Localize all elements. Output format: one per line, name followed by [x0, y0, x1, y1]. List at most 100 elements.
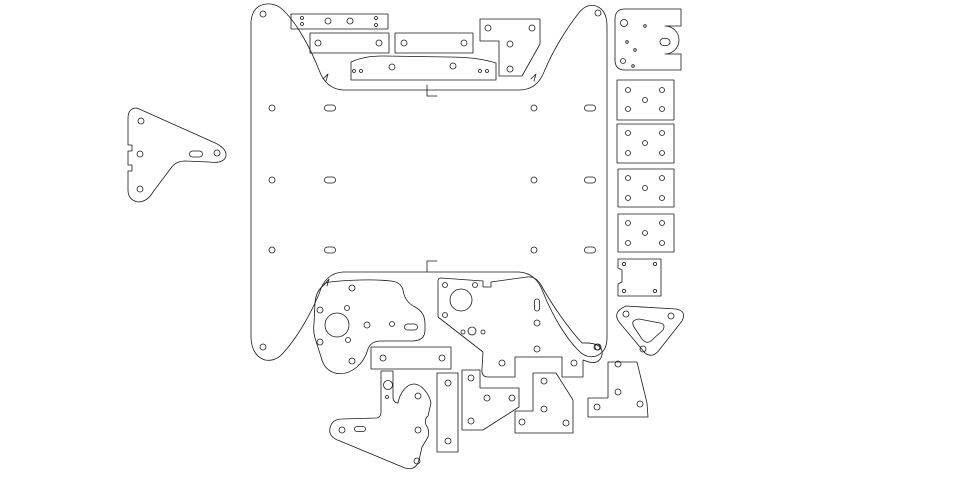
motor-mount-plate-hole — [620, 19, 628, 27]
curved-strip-hole — [388, 63, 396, 71]
two-hole-strip-outline — [436, 372, 459, 453]
curved-strip-outline — [350, 55, 497, 81]
boot-bracket-right-outline — [587, 361, 649, 418]
left-gantry-plate-hole — [363, 321, 371, 329]
right-gantry-plate — [437, 276, 603, 378]
boot-bracket-left-hole — [540, 377, 548, 385]
top-strip-small-holes-hole — [324, 17, 332, 25]
left-gantry-plate-hole — [345, 337, 351, 343]
left-gantry-plate-slot — [404, 323, 418, 331]
bottom-wing-bracket-hole — [383, 380, 393, 390]
notched-plate-hole — [622, 288, 627, 293]
main-plate-outline — [322, 73, 329, 82]
main-plate-slot — [324, 246, 336, 254]
rect-plate-2-hole — [642, 140, 648, 146]
main-plate-hole — [259, 10, 267, 18]
two-hole-bar-hole — [438, 354, 446, 362]
motor-mount-plate-hole — [620, 58, 626, 64]
main-plate-slot — [584, 104, 596, 112]
boot-bracket-right-hole — [636, 400, 644, 408]
top-strip-small-holes-hole — [374, 23, 378, 27]
right-gantry-plate-slot — [534, 298, 540, 312]
left-wing-bracket-slot — [189, 150, 203, 158]
rect-plate-1-outline — [616, 79, 675, 121]
left-gantry-plate-outline — [313, 279, 426, 375]
right-gantry-plate-hole — [498, 359, 506, 367]
rect-plate-3 — [617, 168, 675, 208]
left-gantry-plate-hole — [348, 284, 356, 292]
rect-plate-2-outline — [616, 123, 675, 164]
top-corner-bracket-hole — [484, 24, 492, 32]
top-corner-bracket-hole — [528, 24, 536, 32]
left-wing-bracket-hole — [136, 185, 144, 193]
left-gantry-plate-hole — [316, 306, 324, 314]
top-strip-left-hole — [375, 39, 383, 47]
notched-plate-hole — [622, 261, 627, 266]
top-strip-small-holes-outline — [290, 13, 389, 30]
top-strip-left-outline — [309, 32, 390, 54]
main-plate-outline — [426, 260, 438, 273]
right-gantry-plate-hole — [442, 312, 448, 318]
top-corner-bracket-hole — [506, 65, 514, 73]
rect-plate-2-hole — [625, 150, 631, 156]
bottom-wing-bracket-slot — [354, 426, 366, 432]
boot-bracket-left — [514, 372, 574, 434]
rect-plate-3-hole — [625, 195, 631, 201]
bottom-wing-bracket-hole — [414, 426, 422, 434]
top-strip-right-outline — [394, 32, 474, 54]
top-corner-bracket-hole — [506, 40, 514, 48]
motor-mount-plate-outline — [614, 8, 682, 71]
curved-strip-hole — [359, 69, 363, 73]
boot-bracket-right — [587, 360, 649, 418]
rect-plate-4-hole — [625, 220, 631, 226]
notched-plate-hole — [653, 288, 658, 293]
step-bracket-hole — [508, 394, 516, 402]
rect-plate-1-hole — [625, 87, 631, 93]
right-gantry-plate-hole — [449, 288, 473, 312]
top-strip-right-hole — [400, 39, 408, 47]
rect-plate-1-hole — [659, 87, 665, 93]
main-plate-hole — [530, 176, 538, 184]
bottom-wing-bracket-outline — [329, 370, 432, 470]
right-gantry-plate-hole — [480, 329, 486, 335]
left-gantry-plate — [313, 279, 426, 375]
main-plate-hole — [268, 176, 276, 184]
main-plate-outline — [426, 84, 438, 97]
top-corner-bracket-outline — [479, 18, 541, 77]
main-plate-outline — [250, 3, 608, 361]
left-gantry-plate-hole — [344, 305, 350, 311]
top-strip-small-holes-hole — [374, 16, 378, 20]
main-plate-hole — [594, 9, 602, 17]
rect-plate-1 — [616, 79, 675, 121]
right-gantry-plate-hole — [460, 329, 466, 335]
bottom-wing-bracket-hole — [413, 457, 421, 465]
triangle-gusset-hole — [667, 312, 675, 320]
rect-plate-3-hole — [625, 175, 631, 181]
main-plate — [250, 3, 608, 361]
triangle-gusset — [616, 305, 684, 356]
right-gantry-plate-hole — [533, 319, 541, 327]
rect-plate-1-hole — [659, 106, 665, 112]
two-hole-bar-hole — [379, 354, 387, 362]
notched-plate — [617, 258, 662, 297]
two-hole-strip — [436, 372, 459, 453]
step-bracket-hole — [483, 394, 491, 402]
rect-plate-3-outline — [617, 168, 675, 208]
top-strip-small-holes — [290, 13, 389, 30]
top-strip-right-hole — [460, 39, 468, 47]
notched-plate-hole — [653, 261, 658, 266]
right-gantry-plate-hole — [593, 343, 601, 351]
curved-strip-hole — [352, 69, 356, 73]
motor-mount-plate-hole — [625, 40, 629, 44]
left-gantry-plate-hole — [316, 338, 324, 346]
curved-strip-hole — [485, 69, 489, 73]
rect-plate-3-hole — [659, 195, 665, 201]
triangle-gusset-hole — [639, 345, 647, 353]
top-strip-left-hole — [314, 39, 322, 47]
right-gantry-plate-hole — [570, 359, 578, 367]
motor-mount-plate-hole — [631, 64, 635, 68]
boot-bracket-left-hole — [518, 418, 526, 426]
right-gantry-plate-hole — [533, 345, 541, 353]
main-plate-outline — [530, 73, 537, 82]
